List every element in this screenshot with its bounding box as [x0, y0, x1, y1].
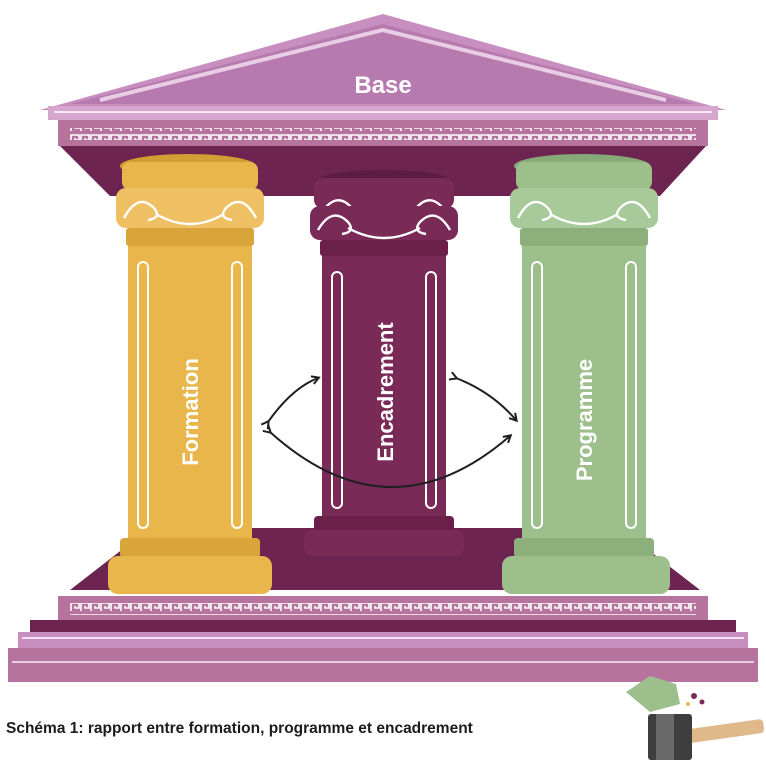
roof: Base — [40, 14, 726, 146]
hammer-icon — [626, 676, 765, 760]
pillar-programme: Programme — [502, 154, 670, 594]
diagram-caption: Schéma 1: rapport entre formation, progr… — [6, 720, 473, 737]
pillar-encadrement: Encadrement — [304, 170, 464, 556]
arrow-encadrement-programme — [456, 378, 516, 420]
pillar-label-encadrement: Encadrement — [373, 322, 398, 462]
roof-label: Base — [354, 72, 411, 99]
arrow-formation-programme — [270, 432, 510, 488]
pillar-label-formation: Formation — [178, 358, 203, 466]
relation-arrows — [268, 378, 516, 488]
pillar-formation: Formation — [108, 154, 272, 594]
base-steps — [8, 596, 758, 682]
pillar-label-programme: Programme — [572, 359, 597, 481]
arrow-formation-encadrement — [268, 378, 318, 422]
